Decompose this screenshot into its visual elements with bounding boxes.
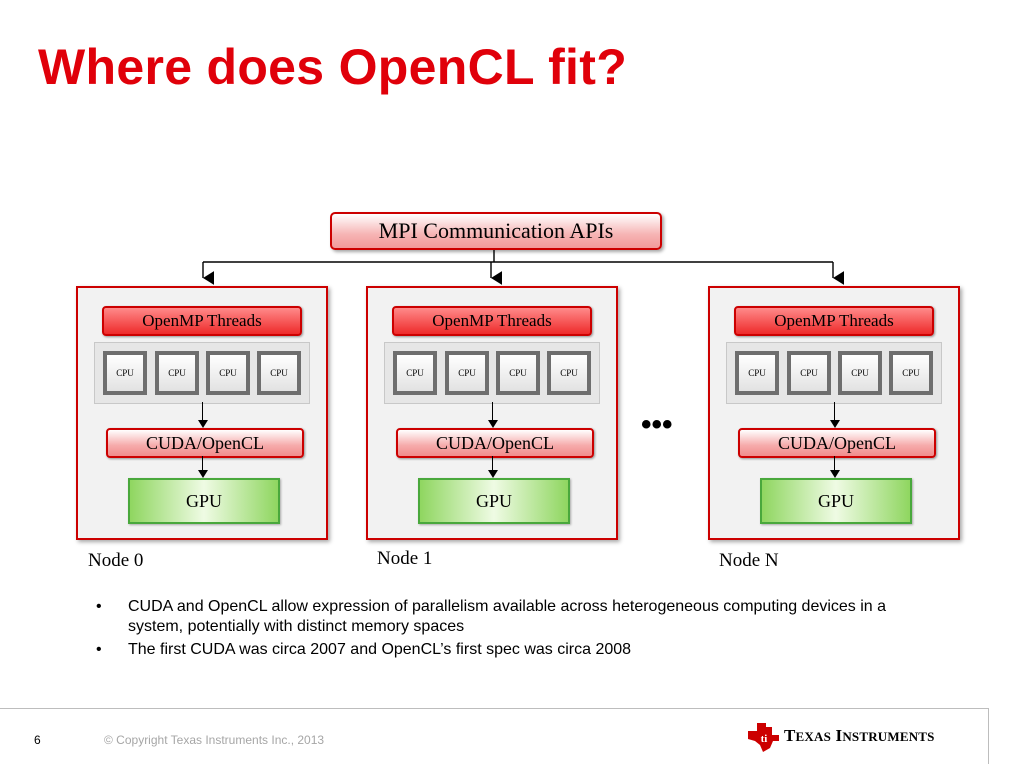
gpu-box: GPU [128, 478, 280, 524]
cpu-label: CPU [500, 355, 536, 391]
ellipsis: ••• [641, 408, 673, 441]
node-n-box: OpenMP Threads CPU CPU CPU CPU CUDA/Open… [708, 286, 960, 540]
cpu-label: CPU [210, 355, 246, 391]
bullet-text: The first CUDA was circa 2007 and OpenCL… [128, 641, 632, 658]
arrow-cpu-to-cuda [198, 402, 208, 428]
page-number: 6 [34, 733, 41, 747]
cpu-chip: CPU [155, 351, 199, 395]
mpi-connector-lines [202, 248, 845, 285]
opencl-diagram: MPI Communication APIs OpenMP Threads CP… [76, 212, 960, 571]
arrow-cuda-to-gpu [830, 456, 840, 478]
node-n-label: Node N [719, 550, 779, 571]
openmp-threads-box: OpenMP Threads [392, 306, 592, 336]
slide-footer: 6 © Copyright Texas Instruments Inc., 20… [0, 708, 989, 764]
gpu-box: GPU [418, 478, 570, 524]
company-name-i: I [835, 726, 843, 745]
cpu-chip: CPU [206, 351, 250, 395]
cpu-label: CPU [551, 355, 587, 391]
cuda-opencl-box: CUDA/OpenCL [738, 428, 936, 458]
cpu-group: CPU CPU CPU CPU [384, 342, 600, 404]
arrow-cpu-to-cuda [830, 402, 840, 428]
bullet-marker: • [96, 598, 102, 615]
cpu-chip: CPU [496, 351, 540, 395]
node-1-box: OpenMP Threads CPU CPU CPU CPU CUDA/Open… [366, 286, 618, 540]
copyright-text: © Copyright Texas Instruments Inc., 2013 [104, 733, 325, 747]
cpu-label: CPU [893, 355, 929, 391]
bullet-item: • The first CUDA was circa 2007 and OpenC… [96, 640, 916, 660]
cpu-chip: CPU [787, 351, 831, 395]
ti-logo-icon: ti [748, 723, 779, 752]
cpu-label: CPU [791, 355, 827, 391]
gpu-box: GPU [760, 478, 912, 524]
cuda-opencl-box: CUDA/OpenCL [396, 428, 594, 458]
mpi-box: MPI Communication APIs [330, 212, 662, 250]
slide-title: Where does OpenCL fit? [38, 39, 628, 95]
node-0-box: OpenMP Threads CPU CPU CPU CPU CUDA/Open… [76, 286, 328, 540]
cpu-chip: CPU [547, 351, 591, 395]
cpu-label: CPU [261, 355, 297, 391]
arrow-cuda-to-gpu [198, 456, 208, 478]
cpu-chip: CPU [257, 351, 301, 395]
cpu-label: CPU [449, 355, 485, 391]
cuda-opencl-box: CUDA/OpenCL [106, 428, 304, 458]
cpu-label: CPU [397, 355, 433, 391]
openmp-threads-box: OpenMP Threads [734, 306, 934, 336]
cpu-label: CPU [107, 355, 143, 391]
company-name-t: T [784, 726, 796, 745]
cpu-label: CPU [159, 355, 195, 391]
node-0-label: Node 0 [88, 550, 144, 571]
cpu-chip: CPU [735, 351, 779, 395]
cpu-group: CPU CPU CPU CPU [94, 342, 310, 404]
cpu-group: CPU CPU CPU CPU [726, 342, 942, 404]
cpu-chip: CPU [103, 351, 147, 395]
bullet-marker: • [96, 641, 102, 658]
company-name-exas: EXAS [795, 729, 832, 744]
bullet-item: • CUDA and OpenCL allow expression of par… [96, 597, 916, 637]
cpu-chip: CPU [393, 351, 437, 395]
company-name-nstruments: NSTRUMENTS [842, 729, 935, 744]
cpu-label: CPU [842, 355, 878, 391]
node-1-label: Node 1 [377, 548, 433, 569]
cpu-chip: CPU [889, 351, 933, 395]
bullet-text: CUDA and OpenCL allow expression of para… [128, 598, 887, 635]
arrow-cpu-to-cuda [488, 402, 498, 428]
bullet-list: • CUDA and OpenCL allow expression of par… [96, 597, 916, 663]
cpu-chip: CPU [445, 351, 489, 395]
cpu-label: CPU [739, 355, 775, 391]
company-name: TEXAS INSTRUMENTS [784, 726, 935, 746]
openmp-threads-box: OpenMP Threads [102, 306, 302, 336]
cpu-chip: CPU [838, 351, 882, 395]
arrow-cuda-to-gpu [488, 456, 498, 478]
svg-text:ti: ti [761, 733, 768, 745]
